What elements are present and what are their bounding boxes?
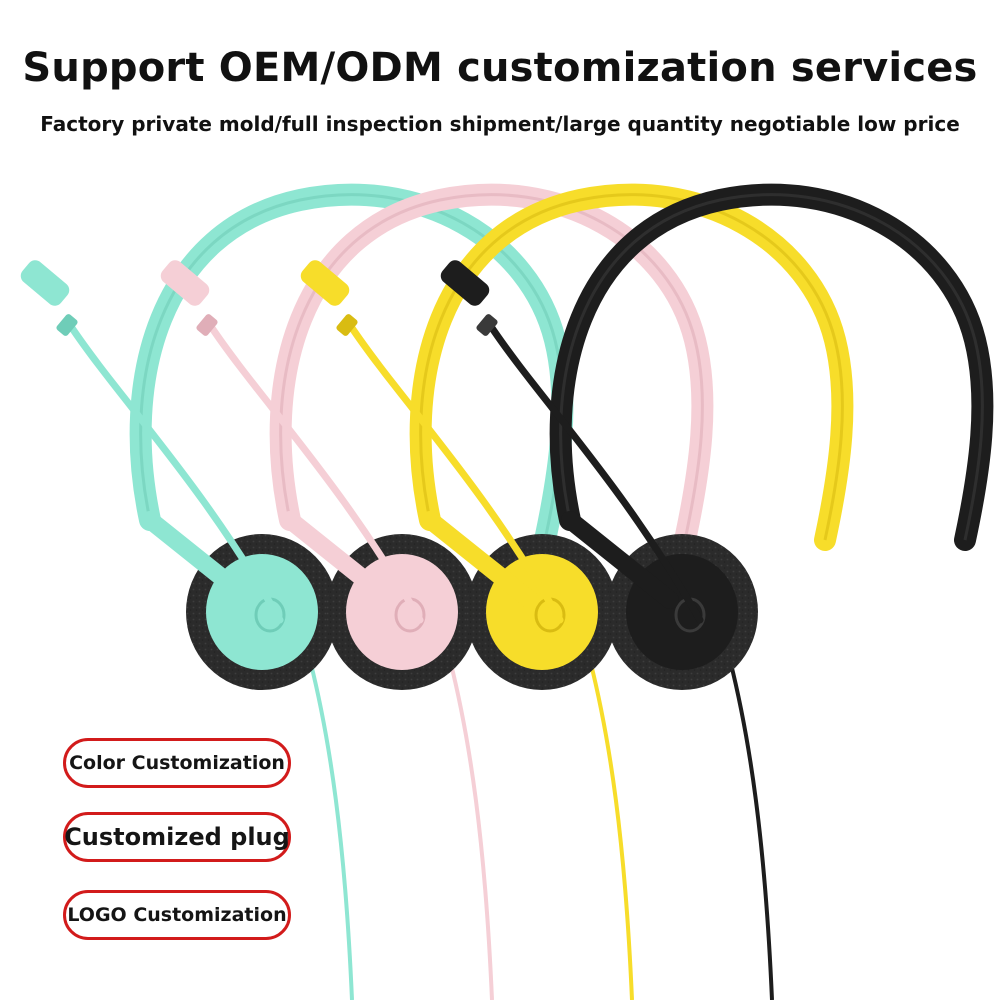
slider-arm: [281, 511, 399, 609]
mic-joint: [336, 314, 358, 336]
page-subtitle: Factory private mold/full inspection shi…: [40, 112, 960, 136]
cable: [588, 659, 634, 1000]
headset-black: [440, 183, 994, 1000]
mic-head: [160, 260, 210, 306]
mic-head: [300, 260, 350, 306]
slider-arm: [561, 511, 679, 609]
badge-color-customization: Color Customization: [63, 738, 291, 788]
cable: [728, 659, 774, 1000]
page-title: Support OEM/ODM customization services: [22, 45, 978, 91]
mic-joint: [56, 314, 78, 336]
mic-joint: [196, 314, 218, 336]
cable: [448, 659, 494, 1000]
badge-customized-plug: Customized plug: [63, 812, 291, 862]
mic-boom: [206, 321, 424, 624]
mic-boom: [346, 321, 564, 624]
cable: [308, 659, 354, 1000]
mic-boom: [66, 321, 284, 624]
headset-yellow: [300, 183, 854, 1000]
mic-boom: [486, 321, 704, 624]
badge-logo-customization: LOGO Customization: [63, 890, 291, 940]
mic-head: [20, 260, 70, 306]
headband-edge: [559, 193, 984, 541]
slider-arm: [141, 511, 259, 609]
mic-joint: [476, 314, 498, 336]
mic-head: [440, 260, 490, 306]
slider-arm: [421, 511, 539, 609]
